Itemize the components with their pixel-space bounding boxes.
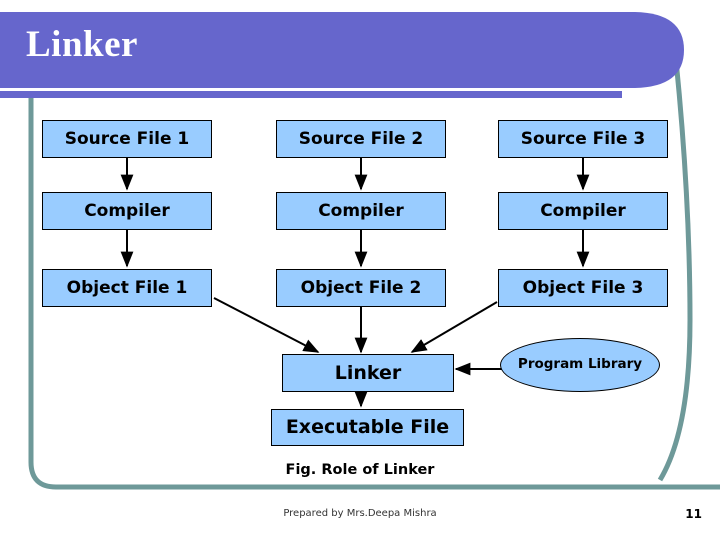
node-linker[interactable]: Linker bbox=[282, 354, 454, 392]
node-compiler-3[interactable]: Compiler bbox=[498, 192, 668, 230]
header-underline-bar bbox=[0, 91, 622, 98]
footer-credit: Prepared by Mrs.Deepa Mishra bbox=[283, 508, 437, 519]
node-object-file-3[interactable]: Object File 3 bbox=[498, 269, 668, 307]
page-number: 11 bbox=[685, 507, 702, 521]
node-source-file-2[interactable]: Source File 2 bbox=[276, 120, 446, 158]
page-title: Linker bbox=[26, 24, 138, 65]
node-object-file-2[interactable]: Object File 2 bbox=[276, 269, 446, 307]
figure-caption: Fig. Role of Linker bbox=[285, 462, 435, 478]
frame-left-border bbox=[28, 96, 720, 490]
node-compiler-2[interactable]: Compiler bbox=[276, 192, 446, 230]
frame-right-border bbox=[657, 59, 693, 482]
node-source-file-3[interactable]: Source File 3 bbox=[498, 120, 668, 158]
node-source-file-1[interactable]: Source File 1 bbox=[42, 120, 212, 158]
node-compiler-1[interactable]: Compiler bbox=[42, 192, 212, 230]
node-program-library[interactable]: Program Library bbox=[500, 338, 660, 392]
header-banner-shape bbox=[0, 12, 684, 88]
node-executable-file[interactable]: Executable File bbox=[271, 409, 464, 446]
node-object-file-1[interactable]: Object File 1 bbox=[42, 269, 212, 307]
